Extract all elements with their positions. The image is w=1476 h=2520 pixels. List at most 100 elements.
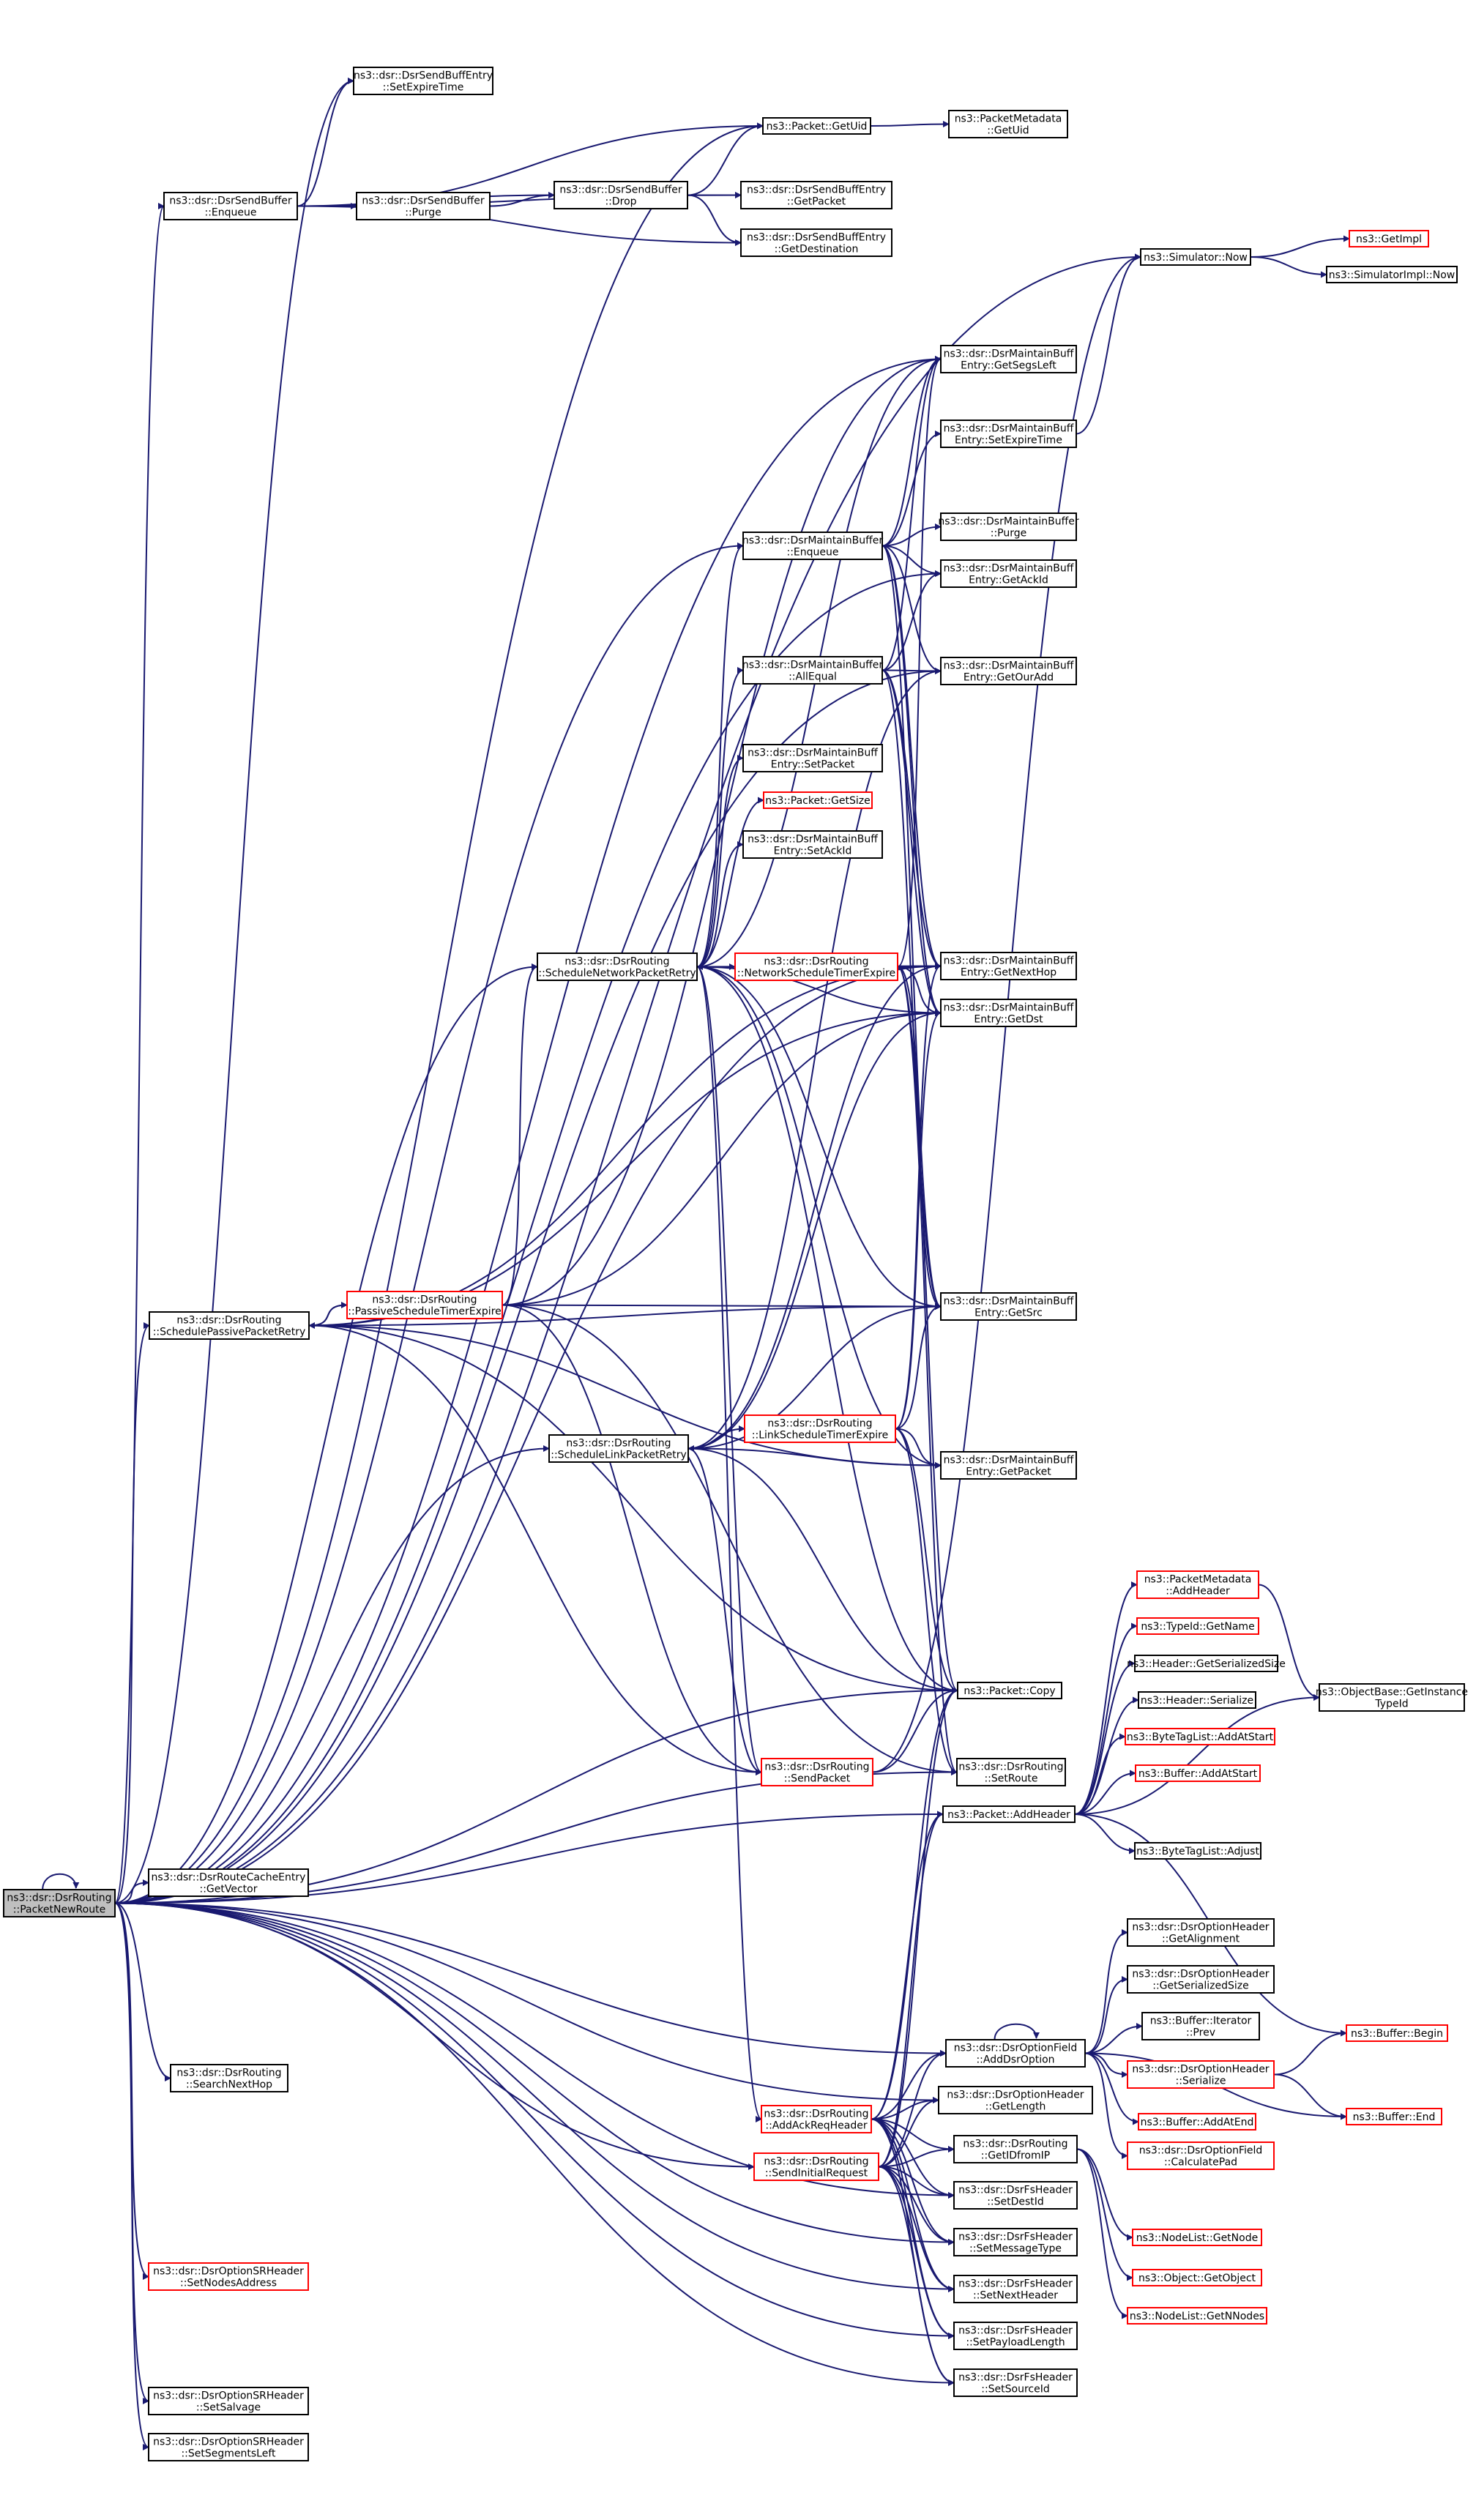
node-r-netsched[interactable]: ns3::dsr::DsrRouting::NetworkScheduleTim… <box>734 953 898 981</box>
node-root[interactable]: ns3::dsr::DsrRouting::PacketNewRoute <box>3 1889 116 1917</box>
node-r-schedlink[interactable]: ns3::dsr::DsrRouting::ScheduleLinkPacket… <box>548 1434 689 1463</box>
node-buf-addatend[interactable]: ns3::Buffer::AddAtEnd <box>1138 2113 1256 2131</box>
node-nl-getnode[interactable]: ns3::NodeList::GetNode <box>1132 2229 1262 2246</box>
call-edge-sb_purge-to-sb_drop <box>489 192 555 207</box>
node-mbe-getnexthop[interactable]: ns3::dsr::DsrMaintainBuffEntry::GetNextH… <box>940 952 1077 980</box>
node-r-searchnext[interactable]: ns3::dsr::DsrRouting::SearchNextHop <box>170 2064 288 2092</box>
node-r-getidfromip[interactable]: ns3::dsr::DsrRouting::GetIDfromIP <box>953 2135 1078 2163</box>
node-fs-setdestid[interactable]: ns3::dsr::DsrFsHeader::SetDestId <box>953 2181 1078 2210</box>
node-sbe-getdest[interactable]: ns3::dsr::DsrSendBuffEntry::GetDestinati… <box>740 228 892 257</box>
call-edge-r_passivesched-to-mbe_getsrc <box>502 1302 942 1310</box>
node-of-calcpad[interactable]: ns3::dsr::DsrOptionField::CalculatePad <box>1127 2141 1275 2170</box>
call-edge-r_getidfromip-to-nl_getnnodes <box>1076 2148 1128 2319</box>
call-edge-r_schednet-to-mb_allequal <box>696 667 744 968</box>
node-pkt-addheader[interactable]: ns3::Packet::AddHeader <box>942 1805 1076 1823</box>
node-mbe-getsegs[interactable]: ns3::dsr::DsrMaintainBuffEntry::GetSegsL… <box>940 345 1077 373</box>
node-label-line: ns3::dsr::DsrRouting <box>564 956 669 968</box>
node-sbe-setexp[interactable]: ns3::dsr::DsrSendBuffEntry::SetExpireTim… <box>353 67 493 95</box>
node-hdr-getser[interactable]: ns3::Header::GetSerializedSize <box>1127 1655 1286 1672</box>
node-oh-getser[interactable]: ns3::dsr::DsrOptionHeader::GetSerialized… <box>1127 1965 1275 1994</box>
node-buf-addatstart[interactable]: ns3::Buffer::AddAtStart <box>1135 1764 1261 1782</box>
node-label-line: ns3::TypeId::GetName <box>1141 1621 1254 1633</box>
node-fs-setnext[interactable]: ns3::dsr::DsrFsHeader::SetNextHeader <box>953 2275 1078 2303</box>
node-pm-getuid[interactable]: ns3::PacketMetadata::GetUid <box>948 110 1068 138</box>
node-sr-setsegs[interactable]: ns3::dsr::DsrOptionSRHeader::SetSegments… <box>148 2433 309 2461</box>
node-mbe-getouradd[interactable]: ns3::dsr::DsrMaintainBuffEntry::GetOurAd… <box>940 657 1077 685</box>
node-label-line: ns3::dsr::DsrSendBuffer <box>169 195 291 207</box>
node-box <box>753 2152 879 2181</box>
node-sb-purge[interactable]: ns3::dsr::DsrSendBuffer::Purge <box>356 192 491 220</box>
call-edge-mb_enqueue-to-mbe_setexp <box>881 430 942 547</box>
node-pkt-copy[interactable]: ns3::Packet::Copy <box>957 1682 1062 1699</box>
node-btl-addatstart[interactable]: ns3::ByteTagList::AddAtStart <box>1125 1728 1275 1745</box>
node-mbe-setexp[interactable]: ns3::dsr::DsrMaintainBuffEntry::SetExpir… <box>940 420 1077 448</box>
node-pkt-getuid[interactable]: ns3::Packet::GetUid <box>762 117 871 135</box>
node-r-schedpassive[interactable]: ns3::dsr::DsrRouting::SchedulePassivePac… <box>149 1311 310 1340</box>
call-edge-r_sendinit-to-fs_setnext <box>878 2166 955 2292</box>
node-hdr-serialize[interactable]: ns3::Header::Serialize <box>1138 1691 1256 1709</box>
call-edge-r_passivesched-to-mbe_getdst <box>502 1010 942 1306</box>
node-box <box>1127 2060 1275 2089</box>
node-mb-purge[interactable]: ns3::dsr::DsrMaintainBuffer::Purge <box>938 512 1079 541</box>
node-pm-addheader[interactable]: ns3::PacketMetadata::AddHeader <box>1136 1570 1259 1599</box>
node-fs-setpayload[interactable]: ns3::dsr::DsrFsHeader::SetPayloadLength <box>953 2322 1078 2350</box>
node-obj-getobject[interactable]: ns3::Object::GetObject <box>1132 2269 1262 2286</box>
node-sb-enqueue[interactable]: ns3::dsr::DsrSendBuffer::Enqueue <box>163 192 298 220</box>
node-box <box>953 2368 1078 2397</box>
node-r-passivesched[interactable]: ns3::dsr::DsrRouting::PassiveScheduleTim… <box>346 1291 503 1319</box>
node-box <box>548 1434 689 1463</box>
node-sim-now[interactable]: ns3::Simulator::Now <box>1140 248 1251 266</box>
node-buf-end[interactable]: ns3::Buffer::End <box>1346 2108 1442 2125</box>
node-buf-begin[interactable]: ns3::Buffer::Begin <box>1346 2024 1448 2042</box>
node-bi-prev[interactable]: ns3::Buffer::Iterator::Prev <box>1141 2012 1260 2040</box>
node-pkt-getsize[interactable]: ns3::Packet::GetSize <box>763 791 873 809</box>
node-btl-adjust[interactable]: ns3::ByteTagList::Adjust <box>1134 1842 1261 1860</box>
node-label-line: ns3::Buffer::AddAtStart <box>1138 1768 1258 1780</box>
node-simimpl-now[interactable]: ns3::SimulatorImpl::Now <box>1326 266 1458 283</box>
node-mbe-getpacket[interactable]: ns3::dsr::DsrMaintainBuffEntry::GetPacke… <box>940 1451 1077 1480</box>
node-sr-setnodes[interactable]: ns3::dsr::DsrOptionSRHeader::SetNodesAdd… <box>148 2262 309 2291</box>
node-of-adddsr[interactable]: ns3::dsr::DsrOptionField::AddDsrOption <box>945 2039 1086 2068</box>
node-box <box>1138 1691 1256 1709</box>
node-label-line: ns3::Packet::GetSize <box>765 795 870 807</box>
node-oh-serialize[interactable]: ns3::dsr::DsrOptionHeader::Serialize <box>1127 2060 1275 2089</box>
node-sr-setsalvage[interactable]: ns3::dsr::DsrOptionSRHeader::SetSalvage <box>148 2387 309 2415</box>
node-fs-setsource[interactable]: ns3::dsr::DsrFsHeader::SetSourceId <box>953 2368 1078 2397</box>
node-sb-drop[interactable]: ns3::dsr::DsrSendBuffer::Drop <box>554 181 688 209</box>
node-nl-getnnodes[interactable]: ns3::NodeList::GetNNodes <box>1127 2307 1267 2325</box>
node-label-line: ns3::dsr::DsrRouting <box>372 1294 477 1306</box>
node-mb-enqueue[interactable]: ns3::dsr::DsrMaintainBuffer::Enqueue <box>742 532 883 560</box>
node-box <box>742 532 883 560</box>
node-fs-setmsgtype[interactable]: ns3::dsr::DsrFsHeader::SetMessageType <box>953 2228 1078 2256</box>
node-r-schednet[interactable]: ns3::dsr::DsrRouting::ScheduleNetworkPac… <box>537 953 698 981</box>
node-box <box>953 2228 1078 2256</box>
call-edge-root-to-oh_getlength <box>114 1902 939 2103</box>
node-oh-getalign[interactable]: ns3::dsr::DsrOptionHeader::GetAlignment <box>1127 1918 1275 1947</box>
node-oh-getlength[interactable]: ns3::dsr::DsrOptionHeader::GetLength <box>938 2086 1093 2114</box>
node-label-line: Entry::GetDst <box>974 1014 1043 1026</box>
call-edge-r_addackreq-to-pkt_addheader <box>871 1811 944 2120</box>
node-mb-allequal[interactable]: ns3::dsr::DsrMaintainBuffer::AllEqual <box>742 656 883 685</box>
node-r-setroute[interactable]: ns3::dsr::DsrRouting::SetRoute <box>956 1758 1066 1786</box>
call-edge-r_linksched-to-mbe_getdst <box>895 1010 942 1430</box>
node-r-sendpacket[interactable]: ns3::dsr::DsrRouting::SendPacket <box>761 1758 873 1786</box>
node-label-line: ::AddAckReqHeader <box>765 2120 867 2132</box>
node-r-linksched[interactable]: ns3::dsr::DsrRouting::LinkScheduleTimerE… <box>744 1414 896 1443</box>
call-edge-mb_enqueue-to-mbe_getsrc <box>881 545 942 1310</box>
call-edge-sb_enqueue-to-sbe_setexp <box>297 78 354 207</box>
node-r-addackreq[interactable]: ns3::dsr::DsrRouting::AddAckReqHeader <box>761 2105 872 2133</box>
node-label-line: Entry::SetPacket <box>771 759 855 771</box>
call-edge-root-to-mbe_getsegs <box>114 356 942 1904</box>
node-mbe-setpacket[interactable]: ns3::dsr::DsrMaintainBuffEntry::SetPacke… <box>742 744 883 772</box>
node-typeid-getname[interactable]: ns3::TypeId::GetName <box>1136 1617 1259 1635</box>
node-r-sendinit[interactable]: ns3::dsr::DsrRouting::SendInitialRequest <box>753 2152 879 2181</box>
node-rce-getvector[interactable]: ns3::dsr::DsrRouteCacheEntry::GetVector <box>148 1868 309 1897</box>
node-sbe-getpacket[interactable]: ns3::dsr::DsrSendBuffEntry::GetPacket <box>740 181 892 209</box>
node-getimpl[interactable]: ns3::GetImpl <box>1349 230 1429 247</box>
call-edge-r_schednet-to-mbe_getsrc <box>696 966 942 1310</box>
